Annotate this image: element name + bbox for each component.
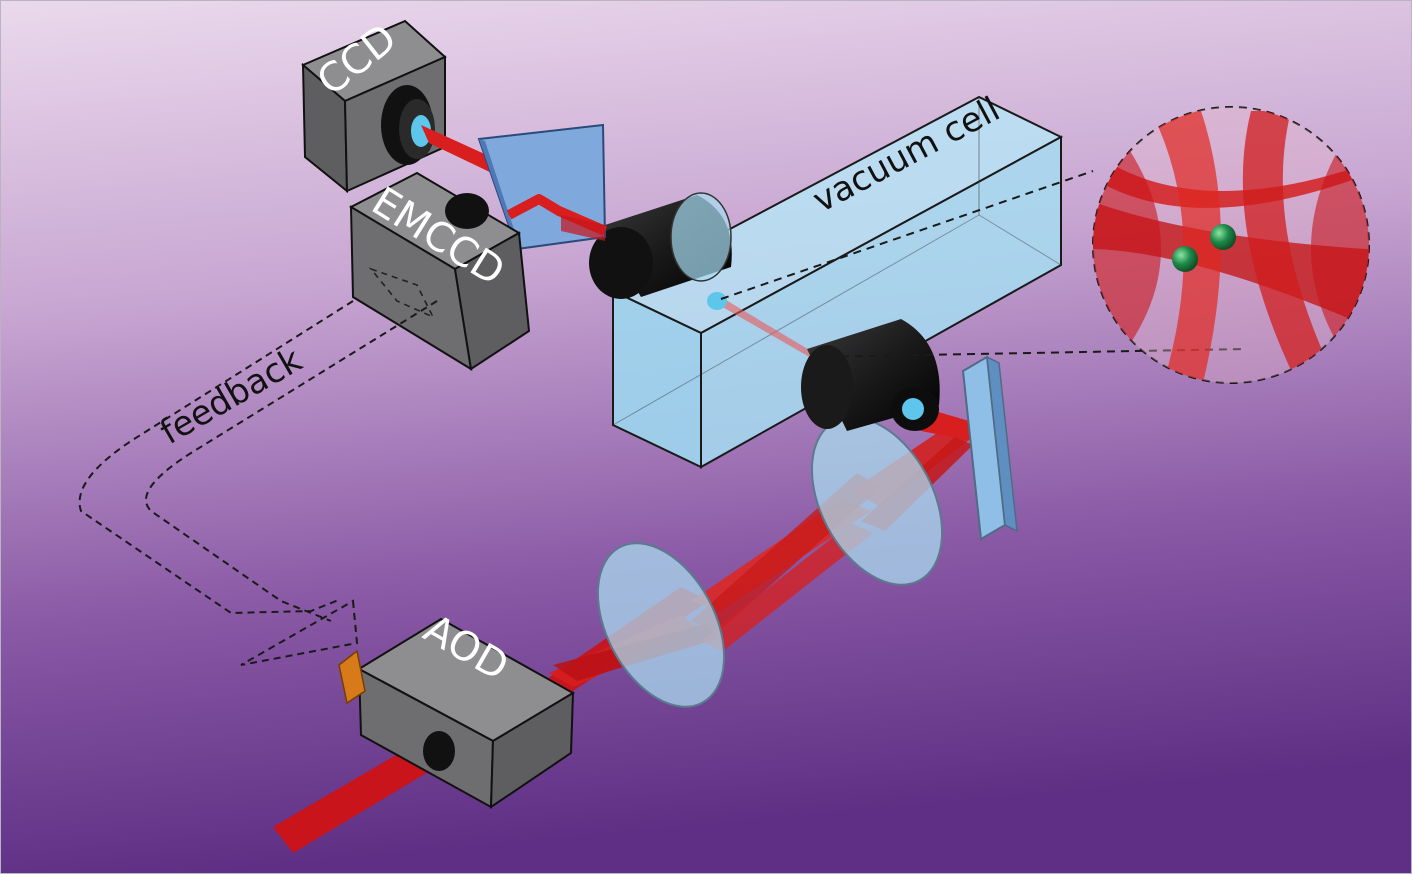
emccd-camera: EMCCD — [348, 171, 531, 371]
feedback-arrow — [78, 300, 438, 666]
objective-lower — [801, 319, 940, 431]
vacuum-cell: vacuum cell — [610, 89, 1064, 469]
ccd-camera: CCD — [301, 15, 447, 194]
atom-2 — [1172, 246, 1198, 272]
objective-upper — [589, 192, 732, 310]
lens-1 — [596, 542, 726, 708]
focused-beam — [719, 297, 813, 359]
aod-rf-port — [338, 649, 366, 705]
atom-1 — [1210, 224, 1236, 250]
